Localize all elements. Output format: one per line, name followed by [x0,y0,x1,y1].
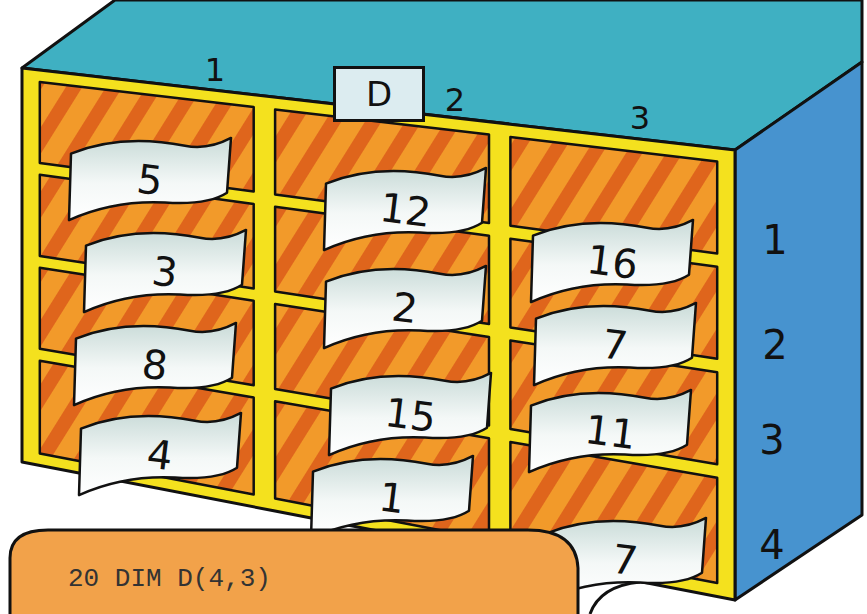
paper-slip: 16 [527,218,697,306]
paper-outline [324,266,486,348]
node-text: 16 [584,236,640,288]
paper-outline [311,456,473,538]
column-number: 1 [205,51,225,89]
paper-slip: 3 [80,228,250,316]
array-name-tag: D [333,66,425,122]
paper-slip: 12 [320,166,490,254]
row-number: 3 [759,417,784,463]
bubble-edge [590,582,640,614]
paper-outline [329,373,491,455]
paper-outline [529,390,691,472]
paper-slip: 5 [65,136,235,224]
node-text: D [366,74,392,114]
paper-outline [84,230,246,312]
paper-outline [74,323,236,405]
paper-slip: 2 [320,264,490,352]
node-text: 15 [382,389,438,441]
column-number: 2 [445,81,465,119]
paper-slip: 7 [530,301,700,389]
column-number: 3 [630,99,650,137]
pigeonholes [40,82,717,583]
paper-outline [534,303,696,385]
bubble-outline [10,530,578,614]
paper-slip: 8 [70,321,240,409]
row-number: 4 [759,522,784,568]
row-number: 2 [762,322,787,368]
paper-outline [531,220,693,302]
paper-slip: 15 [325,371,495,459]
node-text: 20 DIM D(4,3) [68,564,271,594]
paper-outline [79,413,241,495]
cabinet-side [735,62,862,600]
cabinet-front [22,68,735,600]
node-text: 11 [582,406,638,458]
code-bubble: 20 DIM D(4,3) [8,528,580,614]
paper-outline [69,138,231,220]
node-text: 12 [377,184,433,236]
row-number: 1 [762,217,787,263]
paper-slip: 4 [75,411,245,499]
paper-outline [324,168,486,250]
paper-slip: 11 [525,388,695,476]
